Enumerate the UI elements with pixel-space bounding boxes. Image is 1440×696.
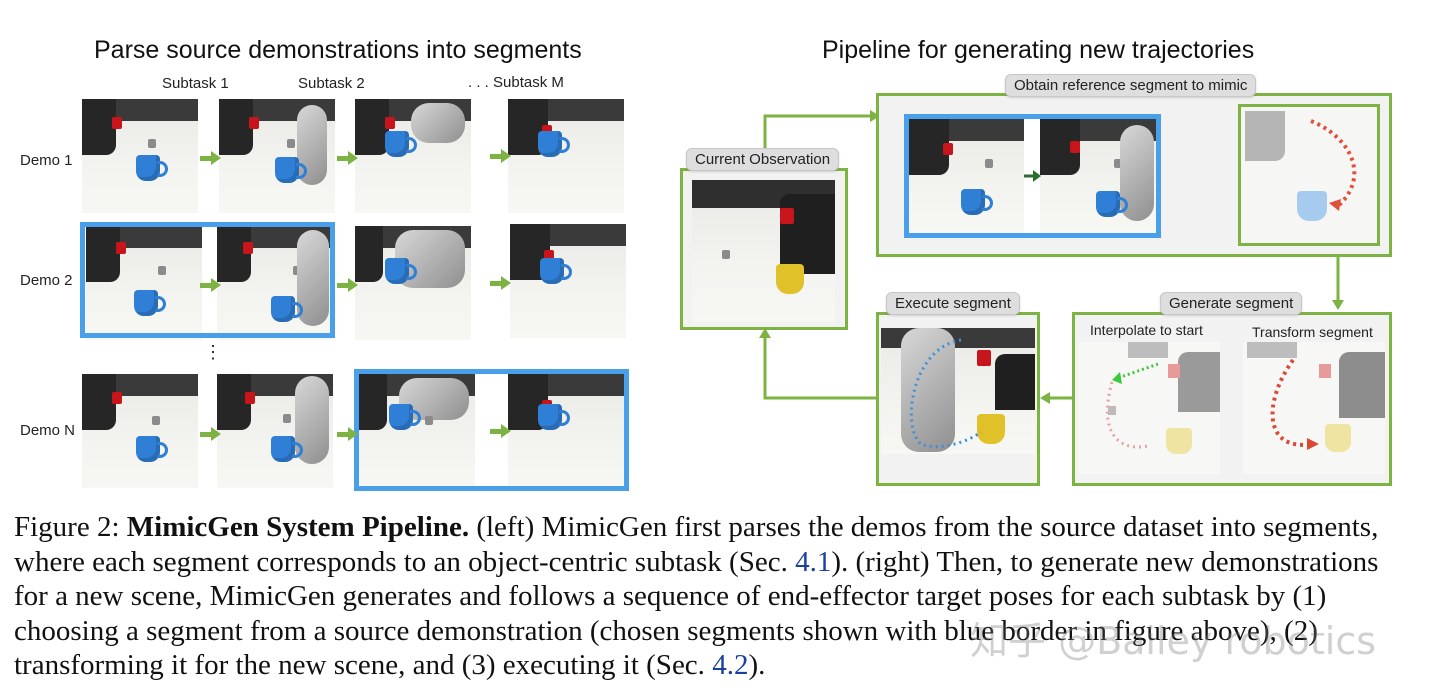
- right-panel-title: Pipeline for generating new trajectories: [822, 36, 1255, 64]
- tag-execute-segment: Execute segment: [886, 292, 1020, 315]
- demo2-frame-1: [86, 226, 202, 340]
- demo1-frame-1: [82, 99, 198, 213]
- demoN-frame-1: [82, 374, 198, 488]
- tag-obtain-reference: Obtain reference segment to mimic: [1005, 74, 1257, 97]
- subtask-header-2: Subtask 2: [298, 75, 365, 92]
- caption-text-2: ). (right) Then, to generate new demonst…: [14, 545, 1379, 682]
- demo1-frame-m: [508, 99, 624, 213]
- label-interpolate: Interpolate to start: [1090, 322, 1203, 338]
- execute-segment-image: [881, 328, 1035, 454]
- figure-caption: Figure 2: MimicGen System Pipeline. (lef…: [14, 510, 1402, 683]
- left-panel-title: Parse source demonstrations into segment…: [94, 36, 582, 64]
- label-transform: Transform segment: [1252, 324, 1373, 340]
- arrow-icon: [1022, 168, 1042, 189]
- current-observation-image: [692, 180, 835, 322]
- interpolate-image: [1078, 342, 1220, 474]
- demoN-frame-3: [359, 374, 475, 488]
- transformed-trajectory-path: [1270, 358, 1319, 450]
- demo1-frame-3: [355, 99, 471, 213]
- demo2-frame-3: [355, 226, 471, 340]
- demoN-frame-m: [508, 374, 624, 488]
- reference-frame-2: [1040, 119, 1156, 233]
- demo2-frame-2: [217, 226, 333, 340]
- row-label-demo-n: Demo N: [20, 422, 76, 439]
- caption-text-1: (left) MimicGen first parses the demos f…: [14, 511, 1379, 578]
- reference-trajectory-box: [1238, 104, 1380, 246]
- caption-title: MimicGen System Pipeline.: [126, 511, 470, 543]
- vertical-ellipsis: ⋮: [204, 342, 222, 362]
- reference-frame-1: [909, 119, 1024, 233]
- row-label-demo-1: Demo 1: [20, 152, 73, 169]
- demo2-frame-m: [510, 224, 626, 338]
- reference-trajectory-path: [1310, 119, 1357, 211]
- row-label-demo-2: Demo 2: [20, 272, 73, 289]
- tag-current-observation: Current Observation: [686, 148, 840, 171]
- section-ref-link[interactable]: 4.2: [712, 649, 749, 681]
- subtask-header-1: Subtask 1: [162, 75, 229, 92]
- caption-prefix: Figure 2:: [14, 511, 127, 543]
- demoN-frame-2: [217, 374, 333, 488]
- transform-image: [1243, 342, 1385, 474]
- interpolation-path: [1106, 362, 1159, 449]
- chosen-segment-border: [80, 222, 335, 338]
- watermark: 知乎 @Bailey robotics: [970, 619, 1377, 663]
- section-ref-link[interactable]: 4.1: [795, 545, 832, 578]
- execution-path: [909, 338, 982, 449]
- caption-text-3: ).: [748, 649, 766, 681]
- subtask-header-m: . . . Subtask M: [468, 74, 564, 91]
- tag-generate-segment: Generate segment: [1160, 292, 1303, 315]
- demo1-frame-2: [219, 99, 335, 213]
